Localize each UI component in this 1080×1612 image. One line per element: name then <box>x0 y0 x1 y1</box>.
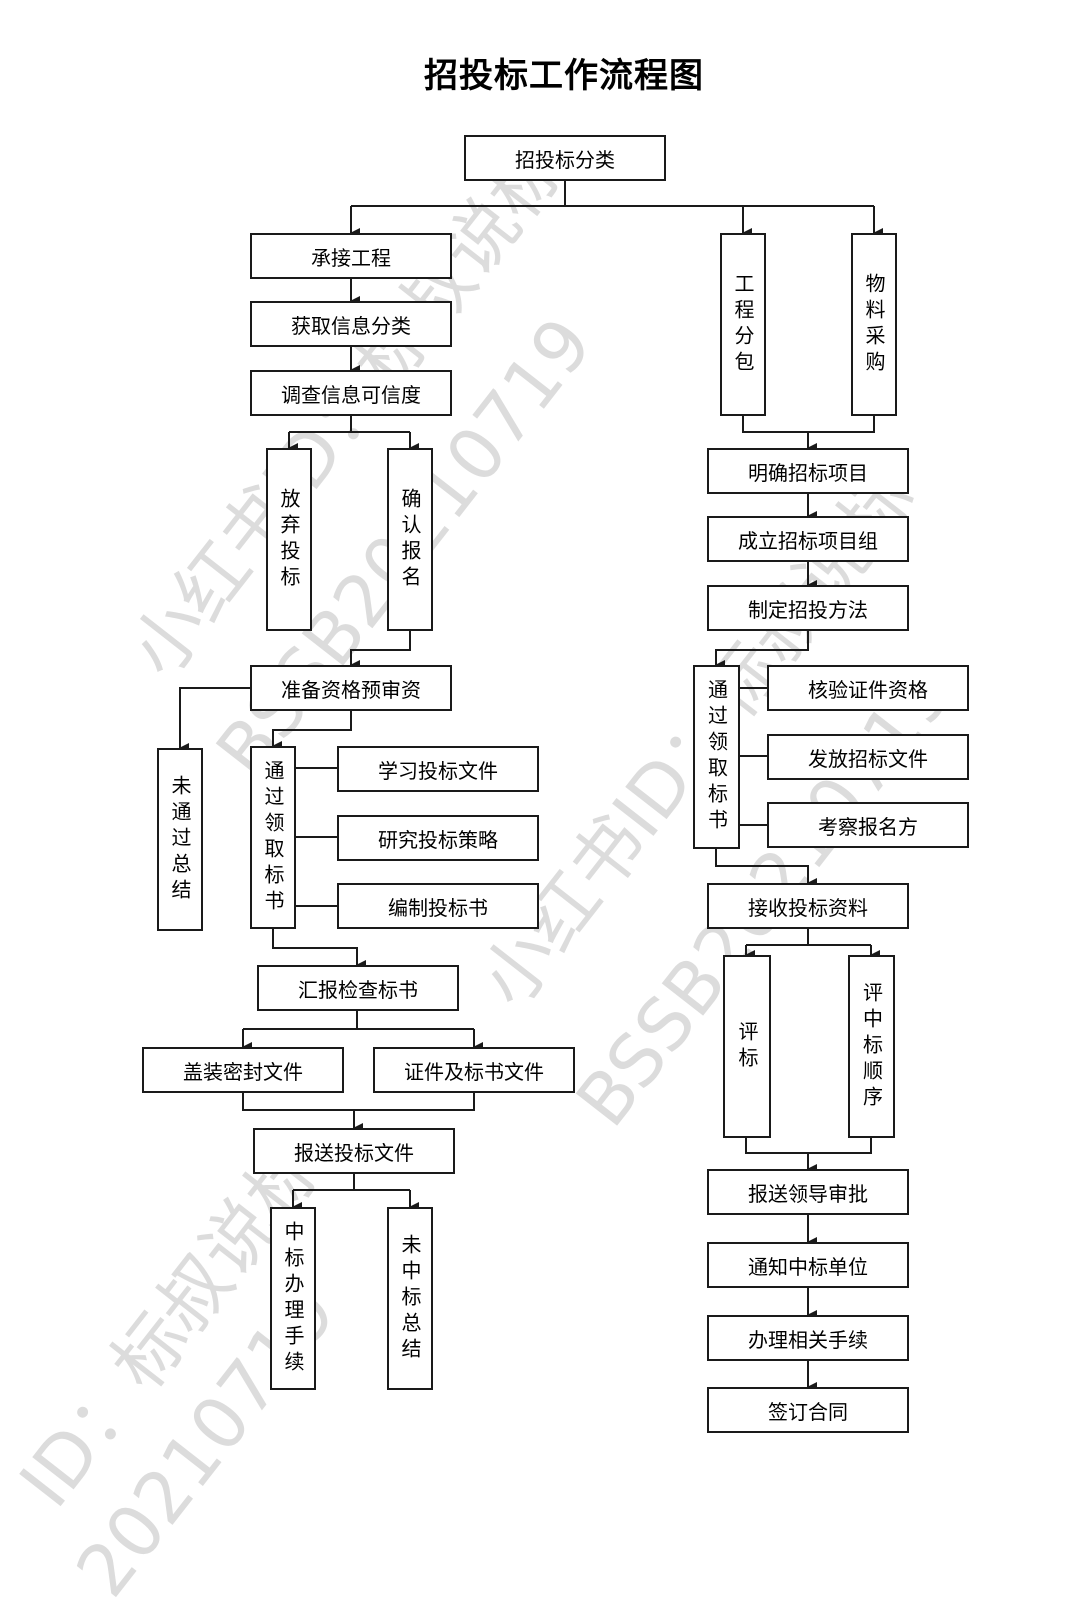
node-pass-get-tender-right: 通过领取标书 <box>693 665 740 849</box>
node-win-procedures: 中标办理手续 <box>270 1207 316 1390</box>
node-fail-summary: 未通过总结 <box>157 748 203 931</box>
node-leader-approval: 报送领导审批 <box>707 1169 909 1215</box>
node-receive-bids: 接收投标资料 <box>707 883 909 929</box>
node-verify-certs: 核验证件资格 <box>767 665 969 711</box>
node-form-team: 成立招标项目组 <box>707 516 909 562</box>
node-bidding-category: 招投标分类 <box>464 135 666 181</box>
node-subcontract: 工程分包 <box>720 233 766 416</box>
node-sign-contract: 签订合同 <box>707 1387 909 1433</box>
node-pass-get-tender-left: 通过领取标书 <box>250 746 296 929</box>
node-rank-winners: 评中标顺序 <box>848 955 895 1138</box>
node-issue-docs: 发放招标文件 <box>767 734 969 780</box>
node-compile-bid: 编制投标书 <box>337 883 539 929</box>
node-set-method: 制定招投方法 <box>707 585 909 631</box>
node-prequalification: 准备资格预审资 <box>250 665 452 711</box>
node-procurement: 物料采购 <box>851 233 897 416</box>
node-study-docs: 学习投标文件 <box>337 746 539 792</box>
node-confirm-register: 确认报名 <box>387 448 433 631</box>
node-submit-bid: 报送投标文件 <box>253 1128 455 1174</box>
node-abandon-bid: 放弃投标 <box>266 448 312 631</box>
node-research-strategy: 研究投标策略 <box>337 815 539 861</box>
node-handle-procedures: 办理相关手续 <box>707 1315 909 1361</box>
node-notify-winner: 通知中标单位 <box>707 1242 909 1288</box>
connector-lines <box>179 180 883 1392</box>
page-title: 招投标工作流程图 <box>424 56 704 96</box>
node-inspect-applicants: 考察报名方 <box>767 802 969 848</box>
node-lose-summary: 未中标总结 <box>387 1207 433 1390</box>
node-undertake-project: 承接工程 <box>250 233 452 279</box>
node-info-classify: 获取信息分类 <box>250 301 452 347</box>
node-define-project: 明确招标项目 <box>707 448 909 494</box>
node-cert-docs: 证件及标书文件 <box>373 1047 575 1093</box>
node-info-credibility: 调查信息可信度 <box>250 370 452 416</box>
node-evaluate: 评标 <box>723 955 771 1138</box>
node-seal-docs: 盖装密封文件 <box>142 1047 344 1093</box>
node-report-check: 汇报检查标书 <box>257 965 459 1011</box>
